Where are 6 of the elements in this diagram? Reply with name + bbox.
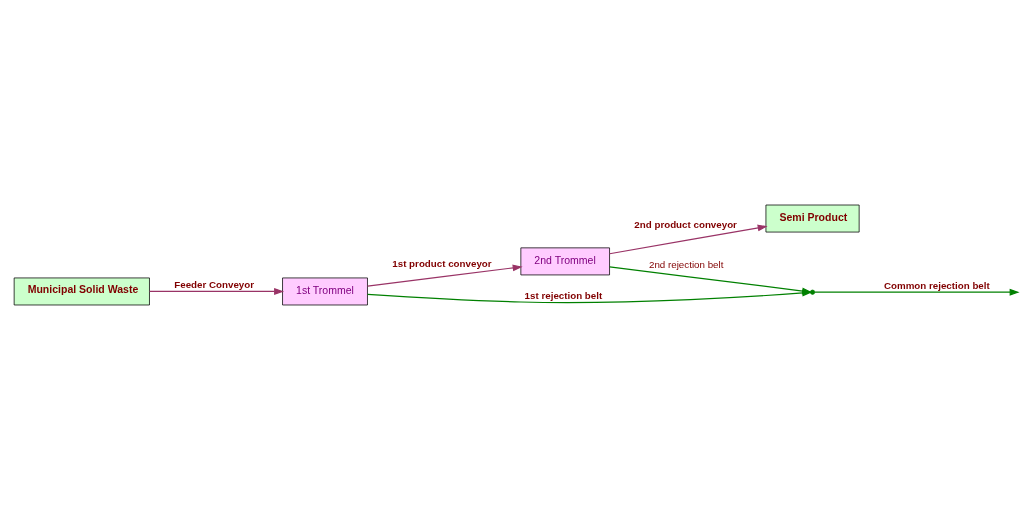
edge-label: 1st product conveyor — [391, 257, 492, 269]
edge-label: Feeder Conveyor — [173, 278, 254, 290]
edge-label: 1st rejection belt — [524, 289, 602, 301]
edge-label: 2nd product conveyor — [633, 218, 737, 230]
edge-label: Common rejection belt — [883, 279, 990, 291]
edge-label: 2nd rejection belt — [648, 258, 723, 270]
